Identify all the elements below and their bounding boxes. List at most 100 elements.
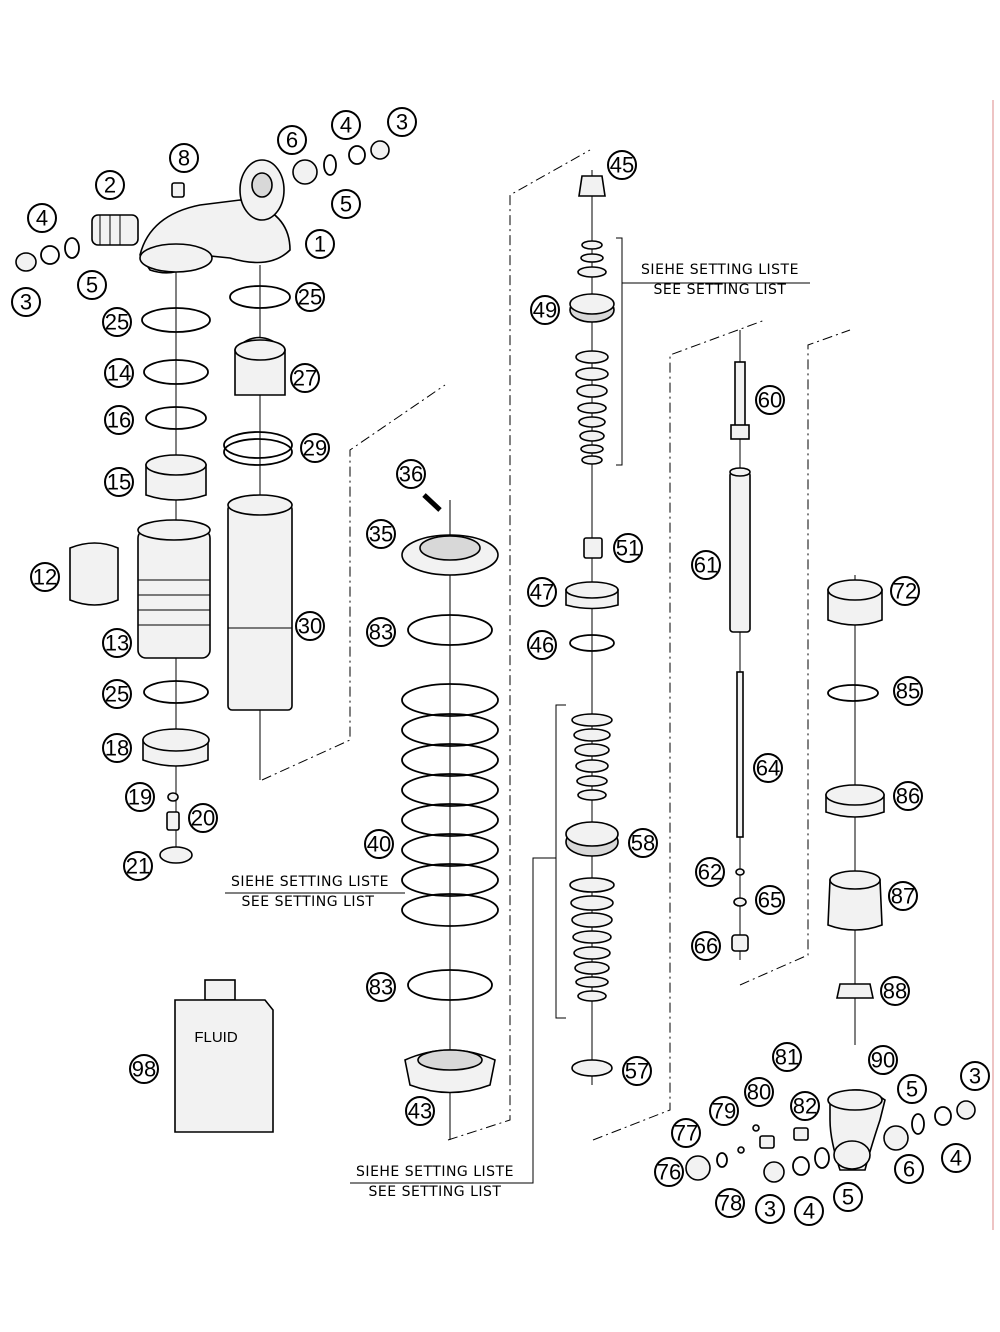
svg-text:65: 65: [758, 888, 782, 913]
callout-2: 2: [95, 170, 125, 200]
svg-text:4: 4: [36, 206, 48, 231]
setting-note-spring-de: SIEHE SETTING LISTE: [231, 874, 389, 890]
callout-29: 29: [300, 433, 330, 463]
callout-3: 3: [755, 1194, 785, 1224]
callout-88: 88: [880, 976, 910, 1006]
adjuster-knob: [91, 214, 139, 246]
svg-text:85: 85: [896, 679, 920, 704]
svg-text:6: 6: [903, 1157, 915, 1182]
svg-text:64: 64: [756, 756, 780, 781]
svg-text:58: 58: [631, 831, 655, 856]
svg-text:79: 79: [712, 1099, 736, 1124]
callout-5: 5: [77, 270, 107, 300]
svg-text:86: 86: [896, 784, 920, 809]
callout-79: 79: [709, 1096, 739, 1126]
svg-text:87: 87: [891, 884, 915, 909]
svg-text:1: 1: [314, 232, 326, 257]
callout-12: 12: [30, 562, 60, 592]
callout-58: 58: [628, 828, 658, 858]
callout-90: 90: [868, 1045, 898, 1075]
svg-text:3: 3: [20, 290, 32, 315]
svg-text:4: 4: [340, 113, 352, 138]
circlip: [145, 406, 207, 430]
bushing: [685, 1155, 711, 1181]
svg-text:47: 47: [530, 580, 554, 605]
svg-text:43: 43: [408, 1099, 432, 1124]
svg-text:80: 80: [747, 1080, 771, 1105]
callout-30: 30: [295, 611, 325, 641]
svg-text:25: 25: [298, 285, 322, 310]
svg-text:72: 72: [893, 579, 917, 604]
damper-cylinder: [227, 504, 293, 711]
setting-note-bottom: SIEHE SETTING LISTE SEE SETTING LIST: [350, 857, 556, 1200]
callout-3: 3: [11, 287, 41, 317]
callout-6: 6: [894, 1154, 924, 1184]
svg-text:13: 13: [105, 631, 129, 656]
svg-text:83: 83: [369, 620, 393, 645]
svg-text:12: 12: [33, 565, 57, 590]
setting-note-bottom-en: SEE SETTING LIST: [369, 1184, 502, 1200]
bump-rubber: [827, 879, 883, 931]
spacer-bushing: [583, 537, 603, 559]
reservoir-column: [15, 140, 390, 864]
callout-25: 25: [295, 282, 325, 312]
callout-66: 66: [691, 931, 721, 961]
washer: [571, 1059, 613, 1077]
callout-27: 27: [290, 363, 320, 393]
clevis-column: [685, 575, 976, 1183]
callout-21: 21: [123, 851, 153, 881]
callout-49: 49: [530, 295, 560, 325]
lock-nut: [836, 983, 874, 999]
svg-text:5: 5: [86, 273, 98, 298]
callout-35: 35: [366, 519, 396, 549]
svg-text:3: 3: [396, 110, 408, 135]
fluid-bottle: FLUID: [174, 979, 274, 1133]
setting-note-top-en: SEE SETTING LIST: [654, 282, 787, 298]
svg-text:88: 88: [883, 979, 907, 1004]
callout-57: 57: [622, 1056, 652, 1086]
svg-text:3: 3: [969, 1064, 981, 1089]
svg-text:66: 66: [694, 934, 718, 959]
spring-column: [401, 149, 591, 1141]
svg-text:46: 46: [530, 633, 554, 658]
svg-text:3: 3: [764, 1197, 776, 1222]
callout-14: 14: [104, 358, 134, 388]
callout-4: 4: [941, 1143, 971, 1173]
callout-72: 72: [890, 576, 920, 606]
callout-15: 15: [104, 467, 134, 497]
svg-text:18: 18: [105, 736, 129, 761]
svg-text:25: 25: [105, 682, 129, 707]
svg-text:83: 83: [369, 975, 393, 1000]
svg-text:36: 36: [399, 462, 423, 487]
setting-note-spring-en: SEE SETTING LIST: [242, 894, 375, 910]
callout-4: 4: [794, 1196, 824, 1226]
setting-note-top: SIEHE SETTING LISTE SEE SETTING LIST: [622, 262, 810, 298]
callout-36: 36: [396, 459, 426, 489]
svg-text:51: 51: [616, 536, 640, 561]
callout-5: 5: [331, 189, 361, 219]
callout-6: 6: [277, 125, 307, 155]
callout-60: 60: [755, 385, 785, 415]
svg-text:98: 98: [132, 1057, 156, 1082]
callout-65: 65: [755, 885, 785, 915]
svg-text:90: 90: [871, 1048, 895, 1073]
piston-rod-column: [729, 329, 851, 986]
callout-64: 64: [753, 753, 783, 783]
piston-nut: [578, 175, 606, 197]
svg-text:16: 16: [107, 408, 131, 433]
callout-25: 25: [102, 307, 132, 337]
callout-78: 78: [715, 1188, 745, 1218]
svg-text:76: 76: [657, 1160, 681, 1185]
callout-4: 4: [27, 203, 57, 233]
callout-98: 98: [129, 1054, 159, 1084]
callout-82: 82: [790, 1091, 820, 1121]
callout-76: 76: [654, 1157, 684, 1187]
svg-text:19: 19: [128, 785, 152, 810]
callout-43: 43: [405, 1096, 435, 1126]
svg-text:60: 60: [758, 388, 782, 413]
svg-text:25: 25: [105, 310, 129, 335]
callout-40: 40: [364, 829, 394, 859]
callout-61: 61: [691, 550, 721, 580]
screw-part: [171, 182, 185, 198]
